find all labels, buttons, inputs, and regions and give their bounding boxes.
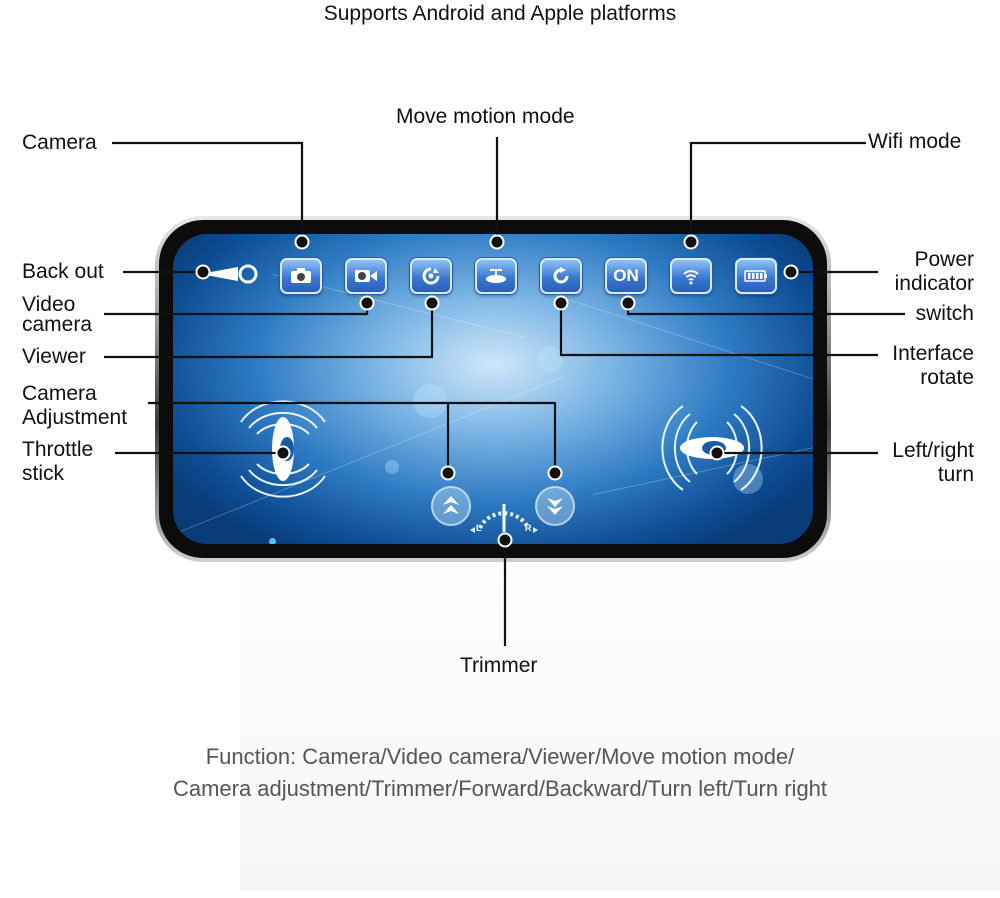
label-move-motion-mode: Move motion mode xyxy=(396,105,575,128)
viewer-button[interactable] xyxy=(410,258,452,294)
callout-dot-viewer xyxy=(424,295,440,311)
phone-frame: ON xyxy=(155,216,831,562)
trim-left-label: L xyxy=(476,523,482,533)
wifi-icon xyxy=(683,270,699,285)
label-trimmer: Trimmer xyxy=(460,654,538,677)
interface-rotate-button[interactable] xyxy=(540,258,582,294)
label-switch: switch xyxy=(915,302,974,325)
camera-up-button[interactable] xyxy=(431,486,471,526)
double-chevron-up-icon xyxy=(443,496,459,514)
label-throttle-stick-1: Throttle xyxy=(22,438,94,461)
label-camera-adjustment-2: Adjustment xyxy=(22,406,128,429)
trimmer[interactable]: L R xyxy=(468,498,540,536)
function-summary-line-1: Function: Camera/Video camera/Viewer/Mov… xyxy=(205,744,795,769)
label-back-out: Back out xyxy=(22,260,104,283)
label-throttle-stick-2: stick xyxy=(22,462,64,485)
app-screen: ON xyxy=(173,234,813,544)
move-motion-mode-button[interactable] xyxy=(475,258,517,294)
video-camera-icon xyxy=(355,270,377,282)
page-title: Supports Android and Apple platforms xyxy=(323,2,677,25)
on-switch-label: ON xyxy=(613,266,639,285)
camera-button[interactable] xyxy=(280,258,322,294)
callout-dot-rotate xyxy=(553,295,569,311)
back-out-icon[interactable] xyxy=(198,262,260,286)
callout-dot-throttle xyxy=(275,445,291,461)
camera-icon xyxy=(291,268,311,283)
label-power-indicator-2: indicator xyxy=(894,272,974,295)
label-video-camera-1: Video xyxy=(22,293,76,316)
background-fade xyxy=(240,560,1000,890)
label-viewer: Viewer xyxy=(22,345,86,368)
video-camera-button[interactable] xyxy=(345,258,387,294)
label-power-indicator-1: Power xyxy=(914,248,974,271)
callout-dot-wifi xyxy=(683,234,699,250)
battery-icon xyxy=(744,270,767,282)
callout-dot-turn xyxy=(709,445,725,461)
phone-bezel: ON xyxy=(159,220,827,558)
on-switch-button[interactable]: ON xyxy=(605,258,647,294)
label-camera: Camera xyxy=(22,131,97,154)
callout-dot-camera xyxy=(294,234,310,250)
callout-dot-back-out xyxy=(195,264,211,280)
label-interface-rotate-1: Interface xyxy=(892,342,974,365)
label-left-right-turn-2: turn xyxy=(937,463,974,486)
label-video-camera-2: camera xyxy=(22,313,93,336)
callout-dot-camera-down xyxy=(547,465,563,481)
callout-dot-switch xyxy=(620,295,636,311)
label-camera-adjustment-1: Camera xyxy=(22,382,97,405)
rotate-icon xyxy=(553,267,569,284)
label-interface-rotate-2: rotate xyxy=(920,366,974,389)
power-indicator xyxy=(735,258,777,294)
callout-dot-move-motion xyxy=(489,234,505,250)
viewer-icon xyxy=(422,267,440,285)
callout-dot-video-camera xyxy=(359,295,375,311)
camera-down-button[interactable] xyxy=(535,486,575,526)
wifi-mode-button[interactable] xyxy=(670,258,712,294)
label-wifi-mode: Wifi mode xyxy=(868,130,962,153)
double-chevron-down-icon xyxy=(547,498,563,515)
callout-dot-trimmer xyxy=(497,532,513,548)
trim-right-label: R xyxy=(525,523,532,533)
move-motion-icon xyxy=(486,269,506,283)
callout-dot-power xyxy=(783,264,799,280)
function-summary-line-2: Camera adjustment/Trimmer/Forward/Backwa… xyxy=(172,776,828,801)
label-left-right-turn-1: Left/right xyxy=(892,439,974,462)
callout-dot-camera-up xyxy=(440,465,456,481)
